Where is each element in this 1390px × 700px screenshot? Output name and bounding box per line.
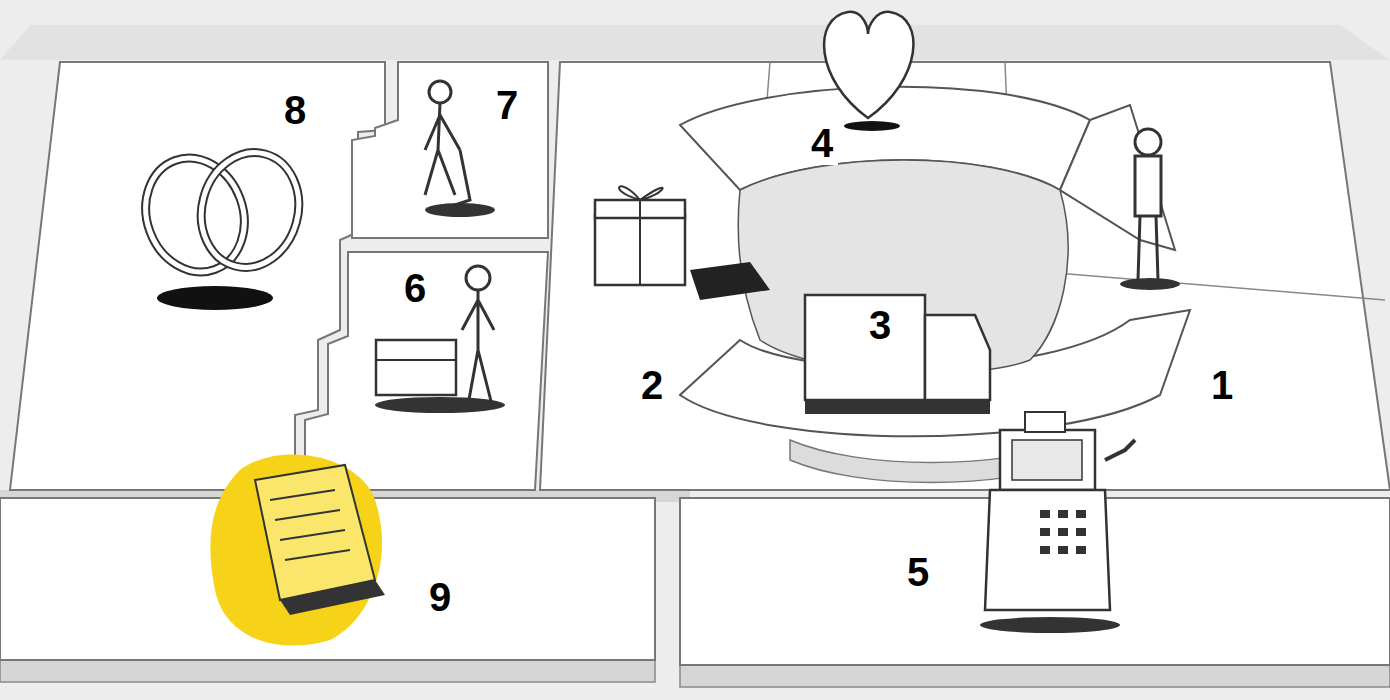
callout-number: 7 bbox=[491, 83, 523, 127]
callout-number: 9 bbox=[424, 575, 456, 619]
callout-number: 5 bbox=[902, 550, 934, 594]
callout-number: 3 bbox=[864, 303, 896, 347]
callout-number: 8 bbox=[279, 88, 311, 132]
callout-number: 1 bbox=[1206, 363, 1238, 407]
callout-number: 4 bbox=[806, 121, 838, 165]
callout-number: 2 bbox=[636, 363, 668, 407]
callout-number: 6 bbox=[399, 266, 431, 310]
